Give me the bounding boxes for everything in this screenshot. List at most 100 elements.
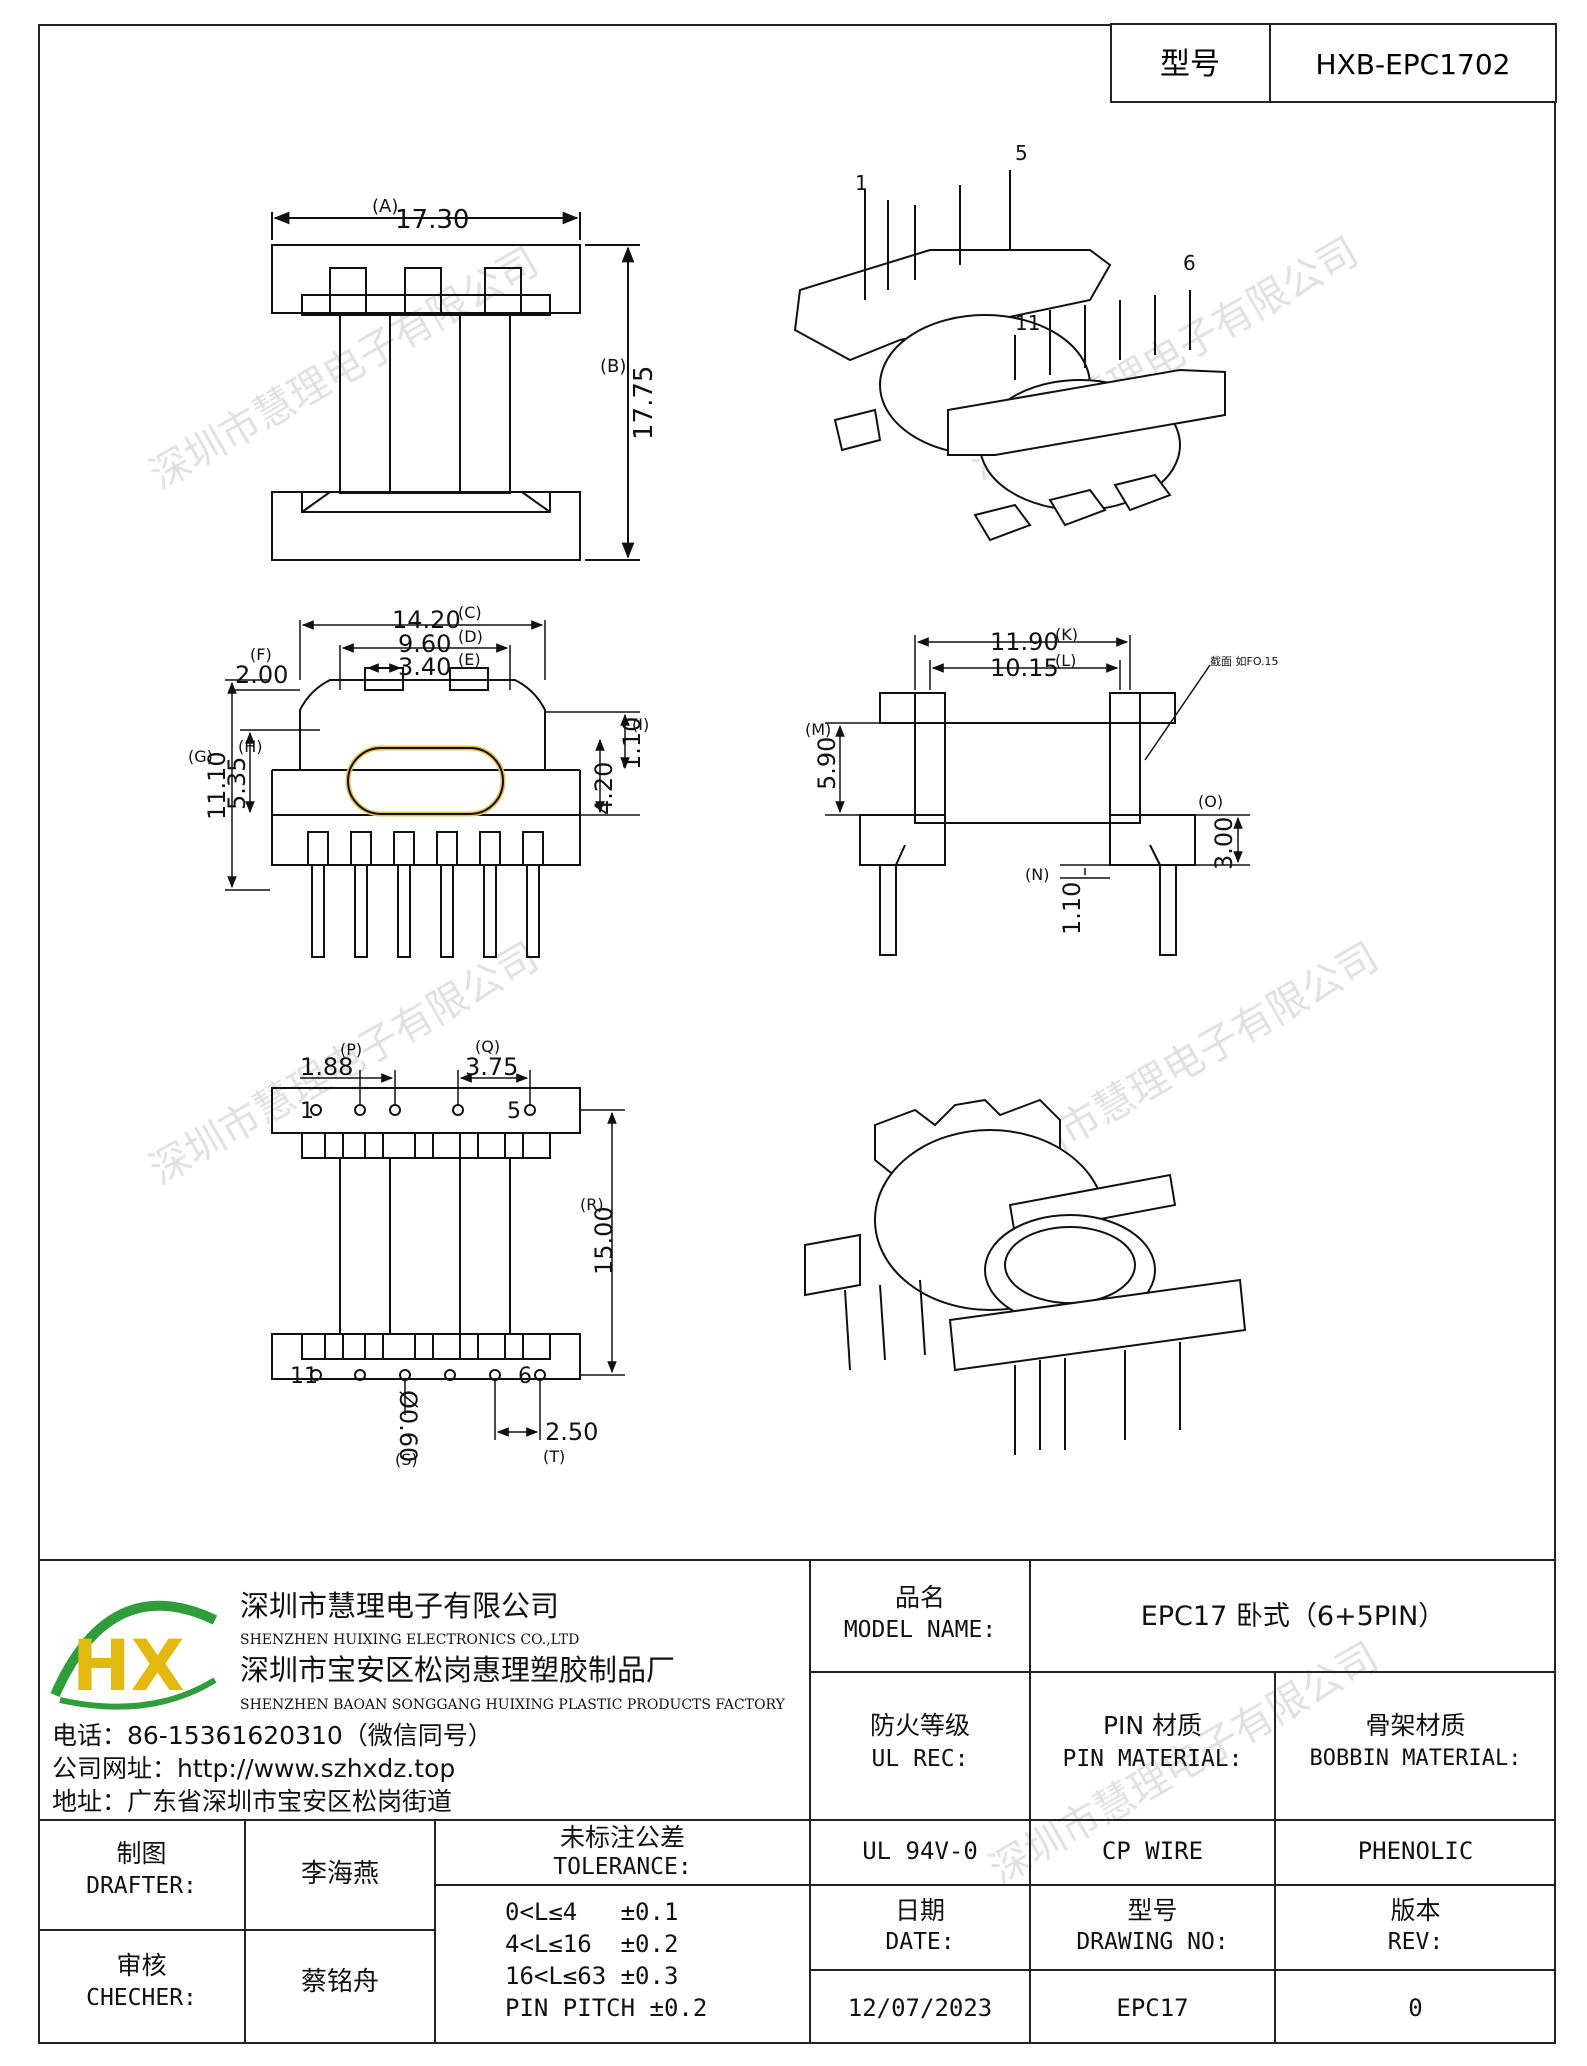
- tolerance-line-3: 16<L≤63 ±0.3: [505, 1962, 679, 1990]
- iso-pin-1: 1: [855, 171, 868, 195]
- rev-cn: 版本: [1390, 1896, 1441, 1925]
- dim-h-label: (H): [238, 737, 263, 756]
- drafter-en: DRAFTER:: [86, 1873, 197, 1899]
- dim-k-label: (K): [1055, 625, 1078, 644]
- date-cn: 日期: [894, 1896, 945, 1925]
- pin-material-en: PIN MATERIAL:: [1062, 1746, 1243, 1772]
- date-en: DATE:: [885, 1929, 955, 1955]
- drawing-no-value: EPC17: [1116, 1994, 1189, 2022]
- pin-material-value: CP WIRE: [1101, 1837, 1204, 1865]
- dim-i-value: 1.10: [618, 717, 646, 770]
- bobbin-material-value: PHENOLIC: [1357, 1837, 1474, 1865]
- dim-e-value: 3.40: [398, 653, 451, 681]
- dim-f-label: (F): [250, 645, 272, 664]
- dim-b-value: 17.75: [629, 366, 659, 440]
- bottom-pin-11: 11: [290, 1364, 318, 1389]
- dim-p-label: (P): [340, 1040, 362, 1059]
- dim-o-value: 3.00: [1210, 817, 1238, 870]
- front-pins: [307, 831, 544, 958]
- dim-q-value: 3.75: [465, 1053, 518, 1081]
- side-dimensions: [825, 635, 1250, 879]
- title-block-grid: [38, 1559, 1556, 2044]
- dim-l-label: (L): [1055, 651, 1076, 670]
- iso-bottom-view: [804, 1098, 1247, 1455]
- dim-n-value: 1.10: [1058, 882, 1086, 935]
- bottom-pin-1: 1: [300, 1099, 314, 1124]
- iso-pin-5: 5: [1015, 141, 1028, 165]
- company-website: 公司网址：http://www.szhxdz.top: [52, 1754, 456, 1783]
- dim-a-label: (A): [372, 196, 398, 217]
- tolerance-line-4: PIN PITCH ±0.2: [505, 1994, 708, 2022]
- logo-text: HX: [72, 1625, 185, 1707]
- bobbin-material-cn: 骨架材质: [1365, 1711, 1466, 1740]
- dim-r-label: (R): [580, 1195, 604, 1214]
- model-name-en: MODEL NAME:: [843, 1617, 997, 1643]
- ul-rec-value: UL 94V-0: [862, 1837, 978, 1865]
- dim-o-label: (O): [1198, 792, 1223, 811]
- drafter-value: 李海燕: [300, 1859, 379, 1889]
- company-address: 地址：广东省深圳市宝安区松岗街道: [52, 1787, 453, 1816]
- factory-name-en: SHENZHEN BAOAN SONGGANG HUIXING PLASTIC …: [240, 1697, 785, 1713]
- company-phone: 电话：86-15361620310（微信同号）: [52, 1721, 493, 1750]
- dim-k-value: 11.90: [990, 628, 1059, 656]
- front-view: [271, 667, 581, 866]
- top-view: [271, 211, 640, 561]
- dim-q-label: (Q): [475, 1037, 500, 1056]
- pin-material-cn: PIN 材质: [1102, 1711, 1203, 1740]
- bottom-pin-5: 5: [507, 1099, 521, 1124]
- factory-name-cn: 深圳市宝安区松岗惠理塑胶制品厂: [240, 1653, 676, 1687]
- company-name-cn: 深圳市慧理电子有限公司: [240, 1589, 560, 1623]
- dim-d-label: (D): [458, 627, 483, 646]
- rev-en: REV:: [1387, 1929, 1444, 1955]
- checker-en: CHECHER:: [86, 1985, 197, 2011]
- bottom-view: [271, 1087, 581, 1381]
- checker-cn: 审核: [116, 1951, 167, 1980]
- checker-value: 蔡铭舟: [300, 1967, 379, 1997]
- iso-pin-11: 11: [1015, 311, 1040, 335]
- model-name-value: EPC17 卧式（6+5PIN）: [1140, 1601, 1446, 1632]
- dim-s-value: Ø0.60: [394, 1390, 422, 1462]
- rev-value: 0: [1408, 1994, 1423, 2022]
- bottom-pin-6: 6: [518, 1364, 532, 1389]
- tolerance-cn: 未标注公差: [559, 1823, 685, 1852]
- tolerance-line-2: 4<L≤16 ±0.2: [505, 1930, 679, 1958]
- dim-b-label: (B): [600, 356, 626, 377]
- dim-g-label: (G): [188, 747, 213, 766]
- dim-c-value: 14.20: [392, 606, 461, 634]
- model-name-cn: 品名: [894, 1583, 945, 1612]
- front-dimensions: [225, 620, 640, 891]
- drawing-no-en: DRAWING NO:: [1076, 1929, 1229, 1955]
- dim-g-value: 11.10: [203, 751, 231, 820]
- dim-f-value: 2.00: [235, 661, 288, 689]
- dim-l-value: 10.15: [990, 654, 1059, 682]
- dim-t-value: 2.50: [545, 1418, 598, 1446]
- dim-a-value: 17.30: [395, 205, 469, 235]
- dim-t-label: (T): [543, 1447, 565, 1466]
- header-model-value: HXB-EPC1702: [1316, 48, 1511, 81]
- company-logo: HX: [50, 1600, 218, 1710]
- header-model-label: 型号: [1160, 47, 1220, 82]
- iso-pin-6: 6: [1183, 251, 1196, 275]
- iso-top-view: [793, 170, 1226, 542]
- dim-d-value: 9.60: [398, 630, 451, 658]
- dim-m-value: 5.90: [813, 737, 841, 790]
- bottom-dimensions: [300, 1070, 625, 1440]
- tolerance-en: TOLERANCE:: [553, 1854, 692, 1880]
- ul-rec-en: UL REC:: [871, 1746, 969, 1772]
- side-view: [859, 692, 1196, 956]
- side-note: 截面 如FO.15: [1210, 654, 1279, 668]
- tolerance-line-1: 0<L≤4 ±0.1: [505, 1898, 679, 1926]
- bobbin-material-en: BOBBIN MATERIAL:: [1309, 1746, 1522, 1771]
- header-box: 型号 HXB-EPC1702: [1110, 23, 1557, 103]
- dim-h-value: 5.35: [223, 757, 251, 810]
- dim-r-value: 15.00: [590, 1206, 618, 1275]
- dim-m-label: (M): [805, 720, 831, 739]
- dim-j-value: 4.20: [590, 762, 618, 815]
- drafter-cn: 制图: [116, 1839, 167, 1868]
- drawing-no-cn: 型号: [1127, 1896, 1178, 1925]
- dim-e-label: (E): [458, 650, 481, 669]
- dim-i-label: (I): [632, 715, 649, 734]
- dim-c-label: (C): [458, 603, 482, 622]
- company-name-en: SHENZHEN HUIXING ELECTRONICS CO.,LTD: [240, 1632, 580, 1648]
